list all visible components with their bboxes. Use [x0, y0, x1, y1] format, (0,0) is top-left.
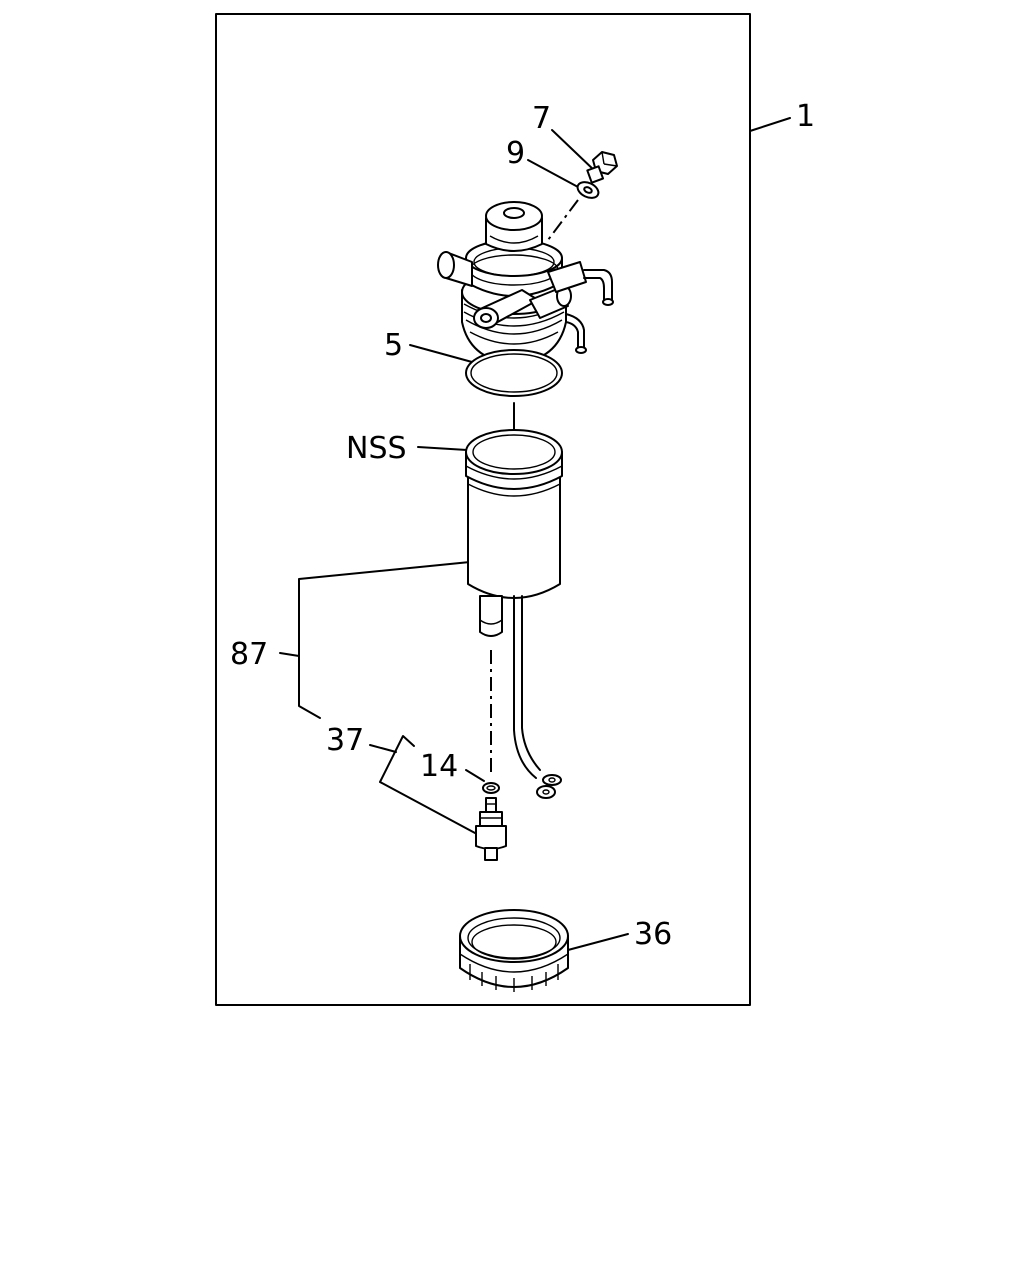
filter-head-part — [437, 201, 614, 365]
ring-nut-part — [459, 909, 569, 992]
sensor-wire-part — [513, 595, 562, 799]
assembly-frame — [215, 13, 751, 1006]
leader-lines — [279, 117, 791, 951]
callout-ring-nut: 36 — [634, 917, 672, 952]
o-ring-part — [465, 349, 563, 397]
water-sensor-part — [475, 797, 507, 861]
drain-tube-part — [479, 595, 503, 637]
callout-o-ring: 5 — [384, 328, 403, 363]
callout-sensor-assembly: 37 — [326, 723, 364, 758]
callout-assembly: 1 — [796, 99, 815, 134]
sensor-o-ring-part — [482, 782, 500, 794]
callout-plug: 7 — [532, 101, 551, 136]
callout-sensor-o-ring: 14 — [420, 749, 458, 784]
plug-part — [586, 151, 618, 184]
filter-element-part — [465, 429, 563, 599]
alignment-line-plug — [547, 199, 579, 241]
washer-part — [576, 181, 600, 199]
callout-element-assembly: 87 — [230, 637, 268, 672]
callout-washer: 9 — [506, 136, 525, 171]
callout-element: NSS — [346, 431, 407, 466]
